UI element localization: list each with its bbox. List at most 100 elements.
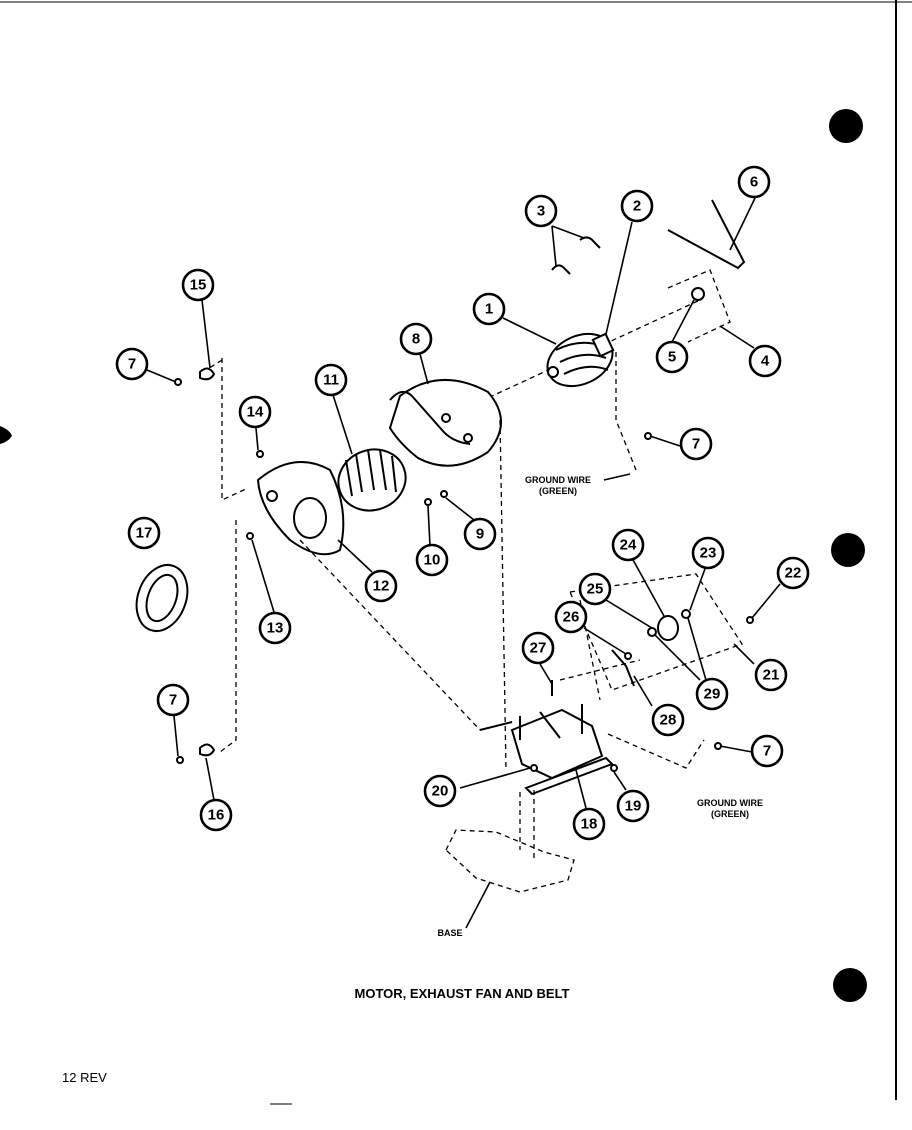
callout-9: 9 <box>463 517 497 551</box>
cover-to-idler-line <box>299 539 481 731</box>
callout-15: 15 <box>181 268 215 302</box>
callout-7b: 7 <box>679 427 713 461</box>
svg-text:3: 3 <box>537 203 545 220</box>
svg-text:6: 6 <box>750 174 758 191</box>
callout-1: 1 <box>472 292 506 326</box>
svg-text:16: 16 <box>208 807 225 824</box>
spring-28 <box>611 649 635 687</box>
screw-guide-top <box>205 358 249 502</box>
motor-part <box>546 332 615 388</box>
callout-2: 2 <box>620 189 654 223</box>
svg-text:26: 26 <box>563 609 580 626</box>
svg-text:2: 2 <box>633 198 641 215</box>
clip-16 <box>199 743 216 757</box>
callout-4: 4 <box>748 344 782 378</box>
callout-29: 29 <box>695 677 729 711</box>
svg-text:12: 12 <box>373 578 390 595</box>
screw-13 <box>246 532 254 540</box>
callout-23: 23 <box>691 536 725 570</box>
screw-19 <box>610 764 618 772</box>
svg-text:14: 14 <box>247 404 264 421</box>
base-outline <box>445 790 575 893</box>
binder-hole-middle <box>831 533 865 567</box>
screw-26 <box>624 652 632 660</box>
callout-22: 22 <box>776 556 810 590</box>
screw-14 <box>256 450 264 458</box>
svg-text:19: 19 <box>625 798 642 815</box>
svg-text:10: 10 <box>424 552 441 569</box>
svg-text:21: 21 <box>763 667 780 684</box>
svg-text:15: 15 <box>190 277 207 294</box>
clip-parts <box>551 236 601 275</box>
svg-text:29: 29 <box>704 686 721 703</box>
callout-7c: 7 <box>156 683 190 717</box>
callout-14: 14 <box>238 395 272 429</box>
svg-text:7: 7 <box>169 692 177 709</box>
belt-part <box>667 199 746 270</box>
callout-20: 20 <box>423 774 457 808</box>
callout-17: 17 <box>127 516 161 550</box>
roller-part <box>135 564 189 632</box>
binder-hole-top <box>829 109 863 143</box>
idler-outline <box>569 573 743 691</box>
callout-6: 6 <box>737 165 771 199</box>
callout-12: 12 <box>364 569 398 603</box>
ground-wire-label-top: GROUND WIRE <box>525 475 591 485</box>
idler-lever-part <box>524 756 614 796</box>
callout-8: 8 <box>399 322 433 356</box>
callout-18: 18 <box>572 807 606 841</box>
ground-wire-arrow-top <box>603 473 631 481</box>
ground-wire-upper <box>615 352 637 471</box>
svg-text:18: 18 <box>581 816 598 833</box>
screw-9 <box>440 490 448 498</box>
page-number: 12 REV <box>62 1070 107 1085</box>
svg-text:22: 22 <box>785 565 802 582</box>
leader-lines <box>146 195 781 929</box>
svg-text:17: 17 <box>136 525 153 542</box>
clip-15 <box>199 367 216 381</box>
diagram-title: MOTOR, EXHAUST FAN AND BELT <box>355 986 570 1001</box>
fan-housing-part <box>388 379 502 467</box>
callout-25: 25 <box>578 572 612 606</box>
svg-text:27: 27 <box>530 640 547 657</box>
blower-cover-part <box>256 461 345 556</box>
callout-28: 28 <box>651 703 685 737</box>
callout-10: 10 <box>415 543 449 577</box>
binder-hole-bottom <box>833 968 867 1002</box>
bracket-outline <box>667 269 731 343</box>
svg-text:23: 23 <box>700 545 717 562</box>
idler-bracket-part <box>479 704 604 780</box>
ground-wire-sub-top: (GREEN) <box>539 486 577 496</box>
svg-text:20: 20 <box>432 783 449 800</box>
callout-16: 16 <box>199 798 233 832</box>
screw-10 <box>424 498 432 506</box>
base-label: BASE <box>437 928 462 938</box>
callout-21: 21 <box>754 658 788 692</box>
svg-text:5: 5 <box>668 349 676 366</box>
idler-pulley-part <box>657 615 679 641</box>
svg-text:8: 8 <box>412 331 420 348</box>
callout-11: 11 <box>314 363 348 397</box>
housing-to-base-line <box>499 419 507 771</box>
washer-29b <box>681 609 691 619</box>
edge-mark <box>0 426 12 444</box>
callout-7a: 7 <box>115 347 149 381</box>
svg-text:28: 28 <box>660 712 677 729</box>
ground-wire-label-bottom: GROUND WIRE <box>697 798 763 808</box>
screw-20 <box>530 764 538 772</box>
callout-13: 13 <box>258 611 292 645</box>
ground-wire-lower <box>607 733 705 769</box>
idler-guide <box>559 599 641 701</box>
svg-text:11: 11 <box>323 372 339 389</box>
svg-text:24: 24 <box>620 537 637 554</box>
screw-7c <box>176 756 184 764</box>
svg-text:7: 7 <box>128 356 136 373</box>
bolt-part <box>691 287 705 301</box>
svg-text:25: 25 <box>587 581 604 598</box>
ground-wire-sub-bottom: (GREEN) <box>711 809 749 819</box>
svg-text:1: 1 <box>485 301 493 318</box>
svg-text:4: 4 <box>761 353 770 370</box>
svg-text:7: 7 <box>692 436 700 453</box>
callout-19: 19 <box>616 789 650 823</box>
callout-7d: 7 <box>750 734 784 768</box>
